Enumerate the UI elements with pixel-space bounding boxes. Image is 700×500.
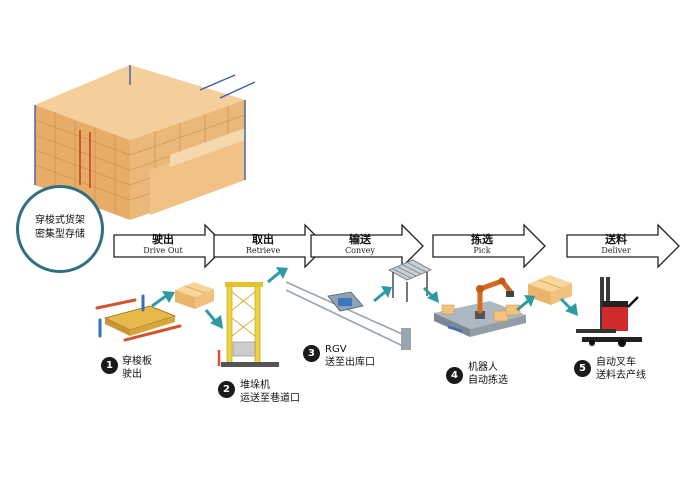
rgv-track-image <box>285 281 412 350</box>
flow-step-sublabel: Pick <box>473 246 491 255</box>
flow-step-label: 送料 <box>605 233 627 246</box>
equipment-caption-rgv: RGV 送至出库口 <box>325 343 375 369</box>
flow-step-sublabel: Retrieve <box>245 246 281 255</box>
flow-step-drive-out: 驶出 Drive Out <box>113 223 228 269</box>
caption-line: 送料去产线 <box>596 370 646 381</box>
caption-line: RGV <box>325 344 347 355</box>
equipment-caption-forklift: 自动叉车 送料去产线 <box>596 356 646 382</box>
flow-step-sublabel: Convey <box>345 246 375 255</box>
caption-line: 堆垛机 <box>240 380 270 391</box>
connector-arrow <box>267 267 288 284</box>
caption-line: 送至出库口 <box>325 357 375 368</box>
storage-type-badge: 穿梭式货架 密集型存储 <box>16 185 104 273</box>
step-number-badge: 3 <box>303 345 320 362</box>
equipment-caption-shuttle: 穿梭板 驶出 <box>122 355 152 381</box>
storage-label-line2: 密集型存储 <box>35 229 85 240</box>
flow-step-label: 取出 <box>252 233 274 246</box>
flow-step-label: 驶出 <box>152 233 174 246</box>
connector-arrow <box>422 286 439 303</box>
equipment-caption-robot: 机器人 自动拣选 <box>468 361 508 387</box>
shuttle-image <box>95 294 182 342</box>
caption-line: 自动叉车 <box>596 357 636 368</box>
step-number-badge: 1 <box>101 357 118 374</box>
step-number-badge: 2 <box>218 381 235 398</box>
flow-step-convey: 输送 Convey <box>310 223 425 269</box>
caption-line: 穿梭板 <box>122 356 152 367</box>
caption-line: 驶出 <box>122 369 142 380</box>
forklift-image <box>576 277 642 347</box>
picking-robot-image <box>434 277 526 337</box>
flow-step-pick: 拣选 Pick <box>432 223 547 269</box>
connector-arrow <box>151 291 175 308</box>
flow-step-sublabel: Drive Out <box>143 246 183 255</box>
flow-step-deliver: 送料 Deliver <box>566 223 681 269</box>
equipment-caption-stacker: 堆垛机 运送至巷道口 <box>240 379 300 405</box>
stacker-crane-image <box>217 282 279 367</box>
step-number-badge: 5 <box>574 360 591 377</box>
connector-arrow <box>516 295 535 312</box>
caption-line: 运送至巷道口 <box>240 393 300 404</box>
connector-arrow <box>373 286 392 303</box>
cargo-boxes-image <box>175 282 214 309</box>
caption-line: 机器人 <box>468 362 498 373</box>
flow-step-label: 拣选 <box>471 233 493 246</box>
storage-label-line1: 穿梭式货架 <box>35 215 85 226</box>
connector-arrow <box>559 297 578 316</box>
caption-line: 自动拣选 <box>468 375 508 386</box>
cargo-boxes-image <box>528 275 572 305</box>
connector-arrow <box>204 309 223 329</box>
flow-step-retrieve: 取出 Retrieve <box>213 223 328 269</box>
flow-step-sublabel: Deliver <box>601 246 631 255</box>
step-number-badge: 4 <box>446 367 463 384</box>
flow-step-label: 输送 <box>349 233 371 246</box>
